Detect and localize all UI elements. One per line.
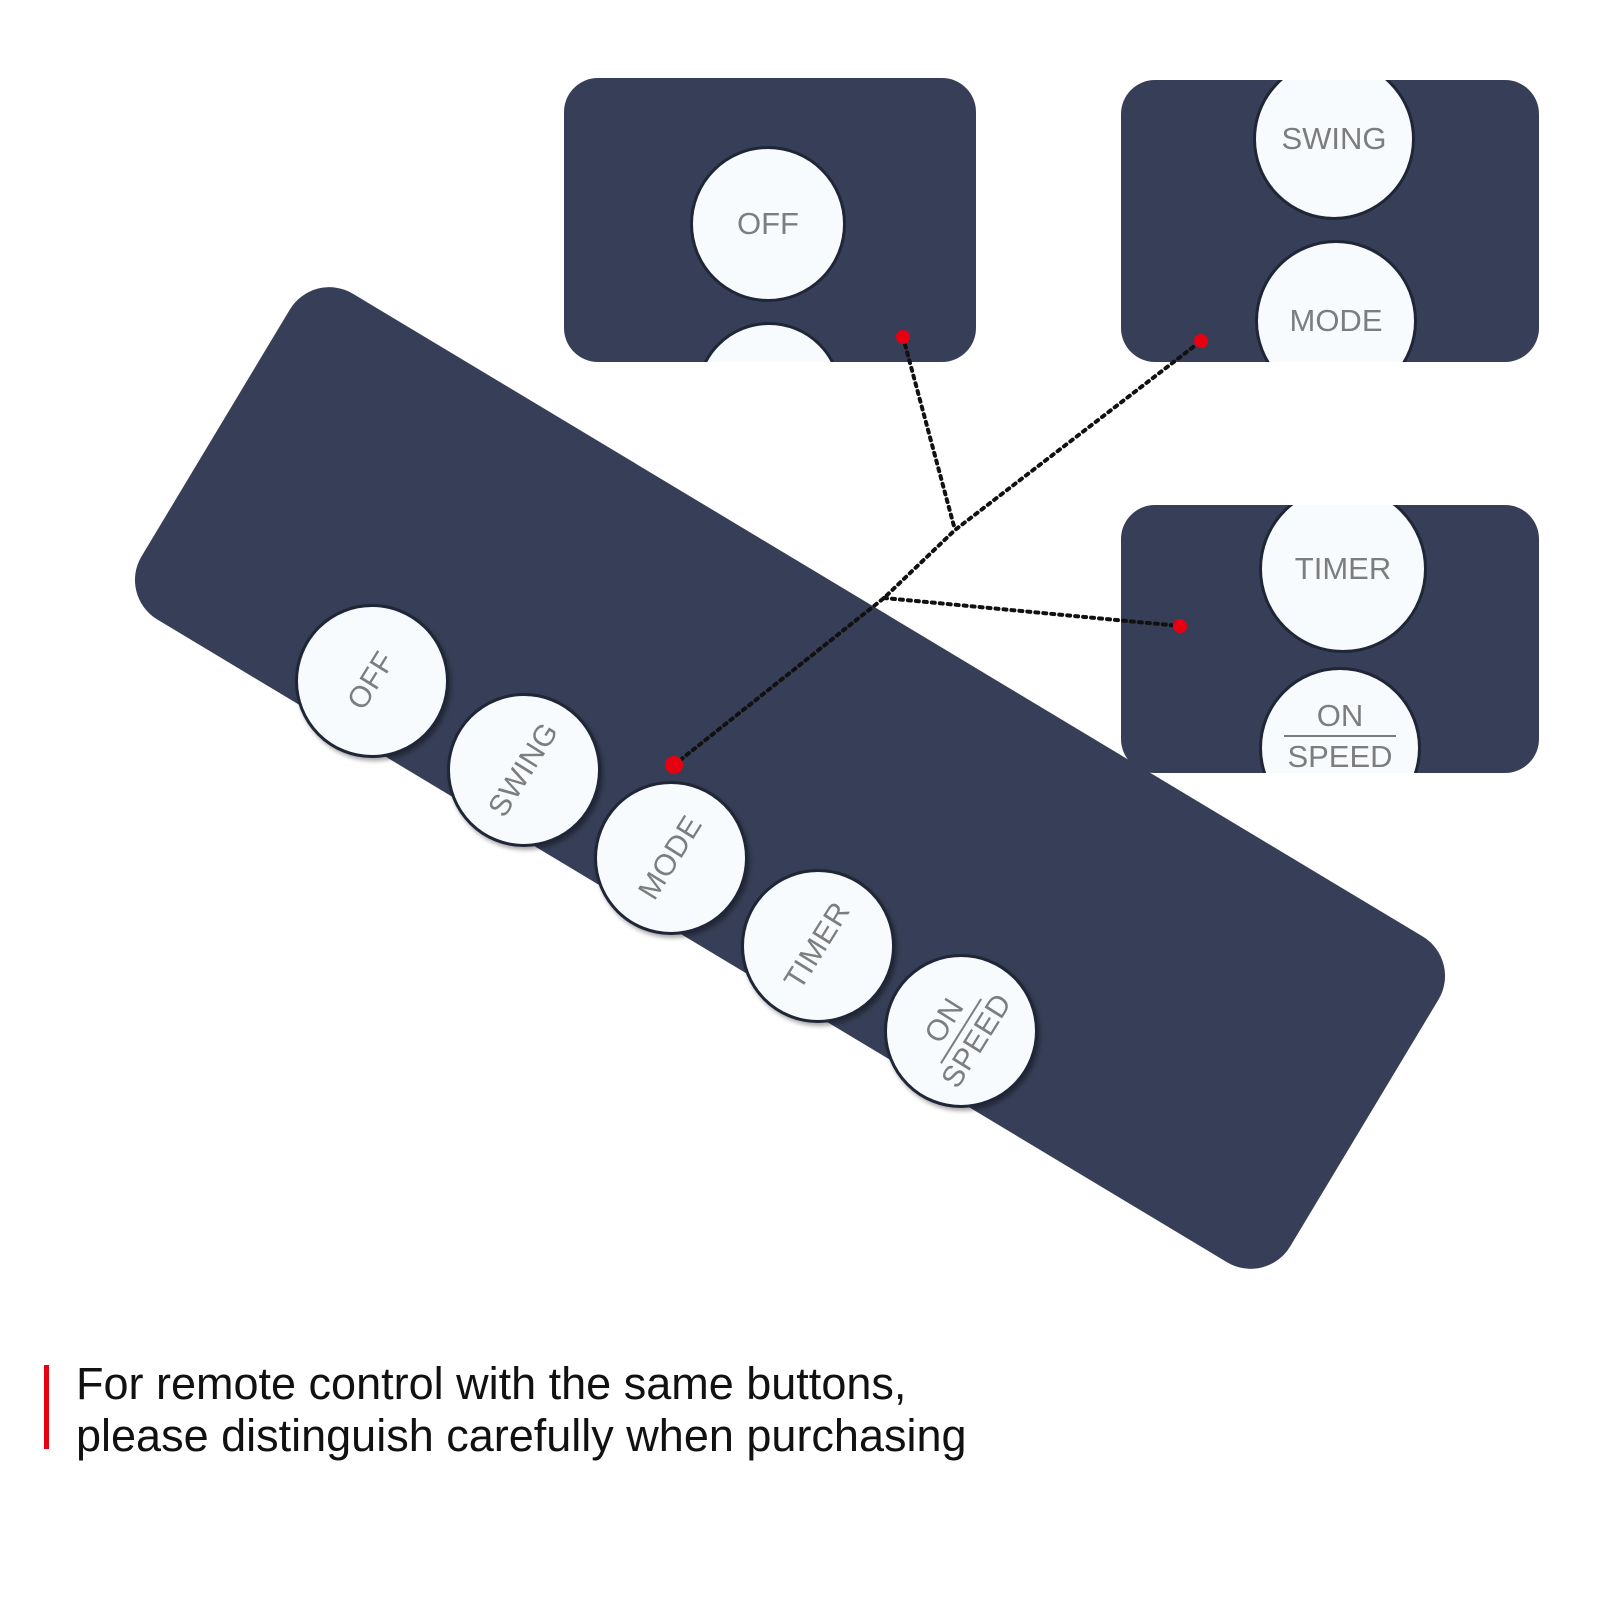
marker-dot-remote — [665, 756, 683, 774]
remote-button-on-speed: ON SPEED — [884, 954, 1038, 1108]
caption-line-2: please distinguish carefully when purcha… — [76, 1410, 967, 1461]
caption-line-1: For remote control with the same buttons… — [76, 1358, 907, 1409]
zoom-panel-timer-speed: TIMER ON SPEED — [1121, 505, 1539, 773]
zoom-panel-off: OFF — [564, 78, 976, 362]
caption-text: For remote control with the same buttons… — [76, 1358, 1076, 1462]
marker-dot-timer — [1173, 619, 1187, 633]
remote-button-swing: SWING — [447, 693, 601, 847]
zoom-panel-swing-mode: SWING MODE — [1121, 80, 1539, 362]
zoom-button-divider — [1284, 735, 1396, 737]
zoom-button-timer-label: TIMER — [1294, 551, 1392, 586]
zoom-button-on-label: ON — [1316, 698, 1364, 733]
zoom-button-swing-label: SWING — [1281, 121, 1387, 156]
zoom-button-off: OFF — [690, 146, 846, 302]
remote-button-timer: TIMER — [741, 869, 895, 1023]
zoom-button-swing: SWING — [1253, 80, 1415, 220]
remote-button-mode: MODE — [594, 781, 748, 935]
zoom-button-mode: MODE — [1255, 240, 1417, 362]
leader-line-mode — [672, 339, 1203, 767]
zoom-button-speed-label: SPEED — [1287, 739, 1393, 773]
caption-accent-bar — [44, 1365, 49, 1449]
leader-line-off — [901, 335, 957, 532]
remote-button-off: OFF — [295, 604, 449, 758]
zoom-button-mode-label: MODE — [1289, 303, 1383, 338]
marker-dot-off — [896, 330, 910, 344]
zoom-button-timer: TIMER — [1259, 505, 1427, 653]
marker-dot-swing-mode — [1194, 334, 1208, 348]
leader-line-timer — [882, 596, 1182, 628]
zoom-button-off-label: OFF — [737, 206, 799, 241]
